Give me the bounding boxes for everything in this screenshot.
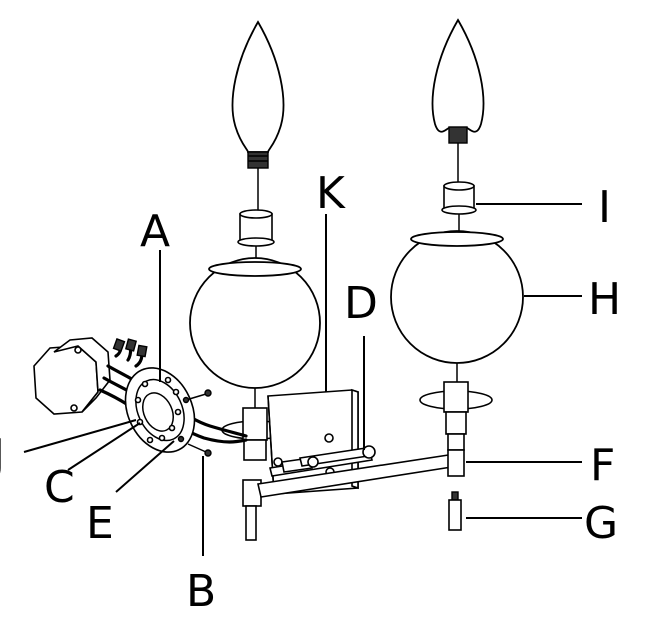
left-socket-cup <box>237 209 275 266</box>
label-i: I <box>598 182 611 233</box>
mounting-screws <box>177 389 212 457</box>
label-c: C <box>44 462 75 513</box>
label-k: K <box>316 168 346 219</box>
label-b: B <box>186 566 216 617</box>
label-e: E <box>86 498 114 549</box>
part-labels: A B C D E F G H I J K <box>0 168 621 617</box>
wire-connectors <box>112 338 148 358</box>
swing-arm <box>257 445 459 498</box>
right-arm-socket <box>419 381 493 477</box>
right-socket-cup <box>441 181 477 236</box>
leader-lines <box>23 203 582 556</box>
junction-box <box>33 337 111 415</box>
finial <box>448 491 462 531</box>
label-a: A <box>140 206 170 257</box>
label-f: F <box>590 440 615 491</box>
label-g: G <box>584 498 618 549</box>
right-bulb <box>431 18 485 186</box>
label-d: D <box>344 278 378 329</box>
left-bulb <box>231 20 285 214</box>
left-glass-globe <box>189 257 321 408</box>
label-h: H <box>588 274 621 325</box>
right-glass-globe <box>390 230 524 382</box>
label-j: J <box>0 430 5 481</box>
mounting-strap <box>124 367 196 453</box>
